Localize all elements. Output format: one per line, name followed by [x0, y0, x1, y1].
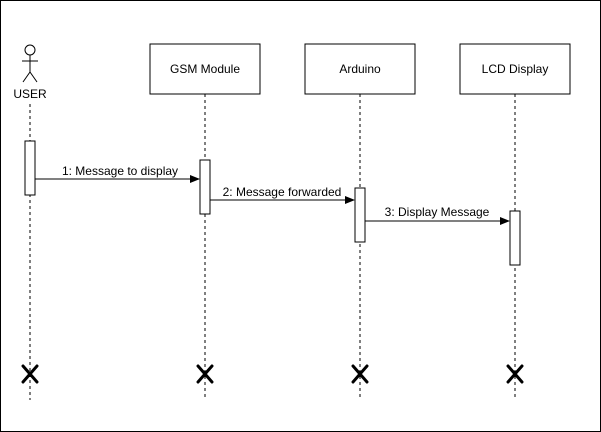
destroy-user-icon	[21, 364, 39, 384]
message-label: 2: Message forwarded	[223, 185, 342, 199]
destroy-gsm-module-icon	[196, 364, 214, 384]
activation-lcd-display[interactable]	[509, 210, 521, 266]
participant-lcd-display[interactable]: LCD Display	[459, 43, 571, 95]
message-label: 3: Display Message	[385, 205, 490, 219]
message-label: 1: Message to display	[62, 164, 178, 178]
participant-label: Arduino	[339, 62, 381, 76]
participant-label: LCD Display	[482, 62, 549, 76]
participant-box	[149, 43, 261, 95]
participant-arduino[interactable]: Arduino	[304, 43, 416, 95]
actor-head-icon	[24, 44, 36, 56]
participant-box	[304, 43, 416, 95]
actor-user[interactable]: USER	[13, 44, 47, 101]
actor-left-leg	[22, 71, 31, 83]
participant-box	[459, 43, 571, 95]
message-1[interactable]: 1: Message to display	[35, 164, 200, 183]
destroy-arduino-icon	[351, 364, 369, 384]
actor-label: USER	[13, 87, 47, 101]
activation-user[interactable]	[24, 140, 36, 196]
participant-gsm-module[interactable]: GSM Module	[149, 43, 261, 95]
activation-arduino[interactable]	[354, 187, 366, 243]
message-3[interactable]: 3: Display Message	[365, 205, 510, 225]
destroy-lcd-display-icon	[506, 364, 524, 384]
participant-label: GSM Module	[170, 62, 240, 76]
message-2[interactable]: 2: Message forwarded	[210, 185, 355, 204]
activation-gsm-module[interactable]	[199, 159, 211, 215]
actor-right-leg	[29, 71, 38, 83]
